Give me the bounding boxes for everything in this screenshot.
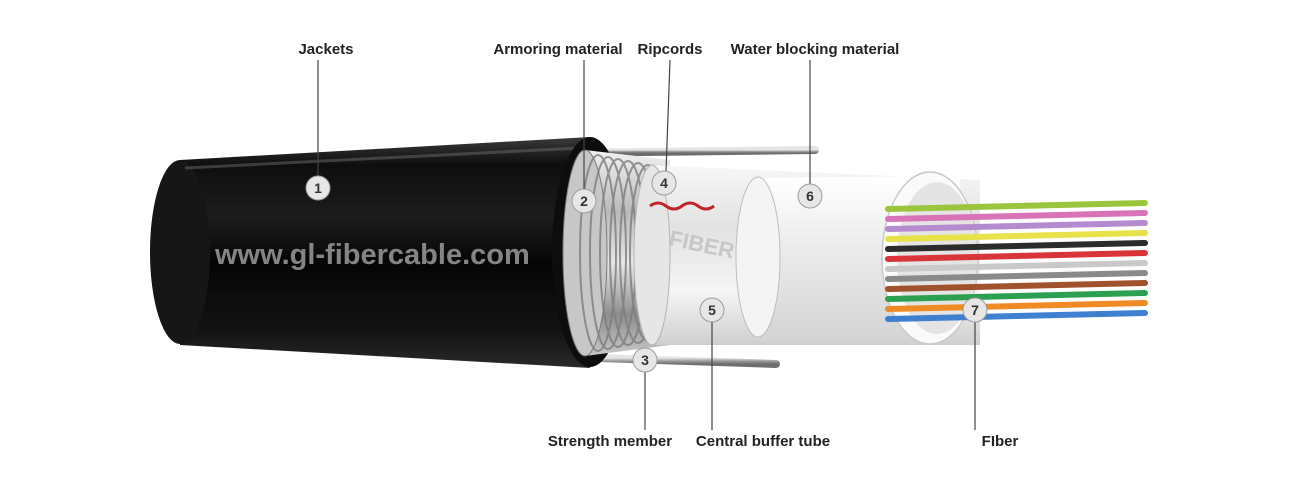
- fiber-strand: [885, 220, 1148, 232]
- marker-water: 6: [797, 183, 823, 209]
- label-fiber: FIber: [982, 433, 1019, 450]
- label-ripcords: Ripcords: [637, 41, 702, 58]
- svg-text:7: 7: [971, 302, 979, 318]
- svg-text:6: 6: [806, 188, 814, 204]
- marker-armoring: 2: [571, 188, 597, 214]
- fiber-strand: [885, 240, 1148, 252]
- svg-text:1: 1: [314, 180, 322, 196]
- fiber-strand: [885, 300, 1148, 312]
- marker-strength: 3: [632, 347, 658, 373]
- leader-lines: [317, 59, 976, 430]
- fiber-strand: [885, 260, 1148, 272]
- marker-buffer: 5: [699, 297, 725, 323]
- marker-fiber: 7: [962, 297, 988, 323]
- svg-text:4: 4: [660, 175, 668, 191]
- armor-ring: [579, 154, 617, 352]
- svg-text:3: 3: [641, 352, 649, 368]
- fiber-strand: [885, 310, 1148, 322]
- fiber-strand: [885, 280, 1148, 292]
- fiber-strand: [885, 200, 1148, 212]
- svg-text:2: 2: [580, 193, 588, 209]
- fiber-strand: [885, 270, 1148, 282]
- svg-text:5: 5: [708, 302, 716, 318]
- fiber-strand: [885, 250, 1148, 262]
- fiber-strand: [885, 290, 1148, 302]
- watermark-text: www.gl-fibercable.com: [214, 239, 530, 271]
- label-strength: Strength member: [548, 433, 672, 450]
- label-jackets: Jackets: [298, 41, 353, 58]
- ripcord: [649, 201, 715, 211]
- armor-ring: [589, 156, 627, 350]
- marker-ripcords: 4: [651, 170, 677, 196]
- fiber-strand: [885, 230, 1148, 242]
- fiber-strand: [885, 210, 1148, 222]
- label-buffer: Central buffer tube: [696, 433, 830, 450]
- label-armoring: Armoring material: [493, 41, 622, 58]
- label-water: Water blocking material: [731, 41, 900, 58]
- fiber-bundle: [885, 200, 1148, 322]
- marker-jackets: 1: [305, 175, 331, 201]
